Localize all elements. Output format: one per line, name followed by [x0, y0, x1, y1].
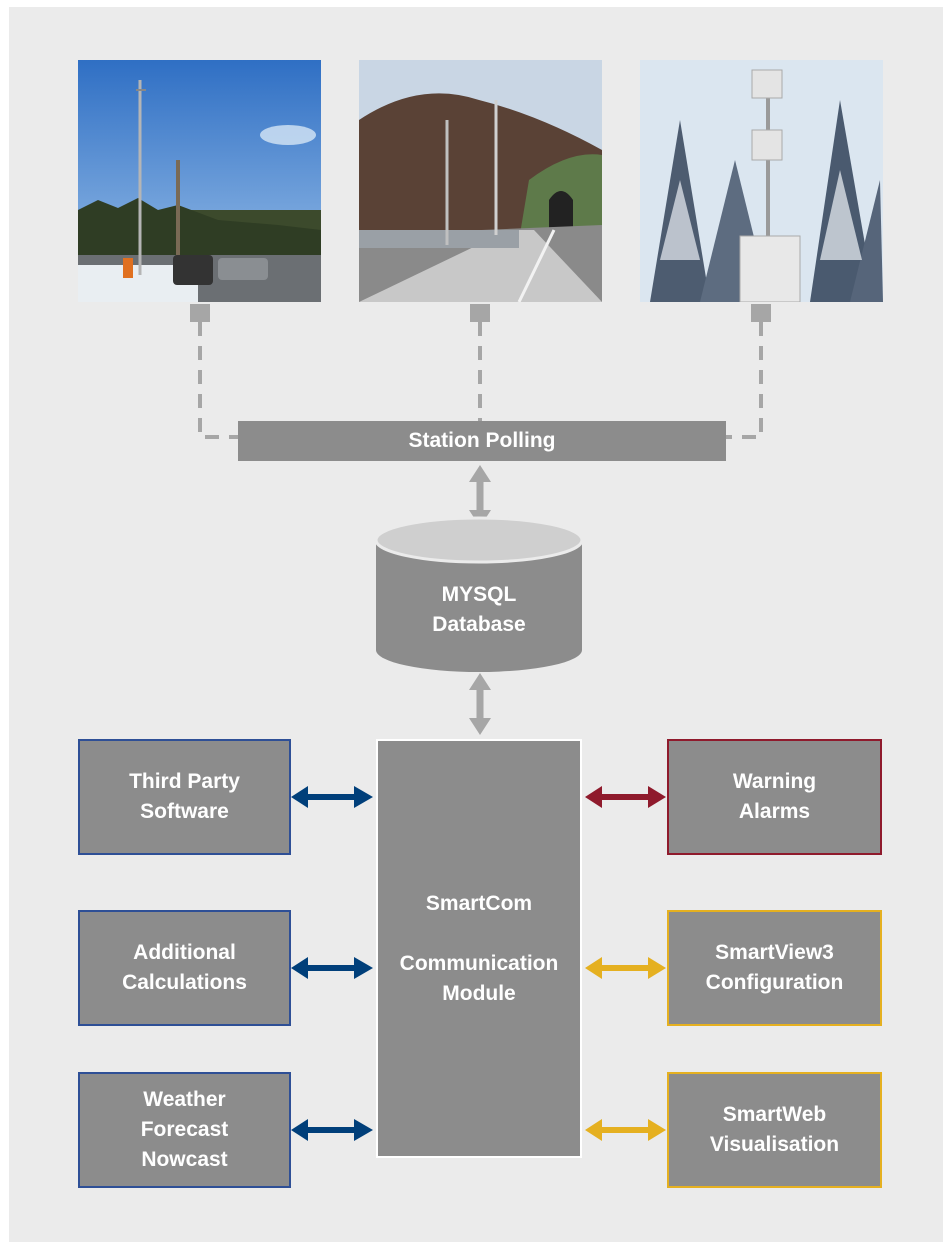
box-line: Nowcast — [141, 1148, 228, 1171]
database-label: MYSQL Database — [376, 580, 582, 640]
box-line: Configuration — [705, 971, 844, 994]
box-line: Calculations — [122, 971, 247, 994]
box-line: Warning — [732, 770, 817, 793]
arrow-thirdparty — [291, 786, 373, 808]
smartcom-line1: SmartCom — [425, 891, 533, 915]
warning-alarms-box: Warning Alarms — [667, 739, 882, 855]
connector-node-left — [190, 304, 210, 322]
connector-node-middle — [470, 304, 490, 322]
smartcom-line3: Module — [442, 981, 516, 1005]
snowy-forest-sensor-photo — [640, 60, 883, 302]
arrow-forecast — [291, 1119, 373, 1141]
arrow-smartweb — [585, 1119, 666, 1141]
weather-forecast-box: Weather Forecast Nowcast — [78, 1072, 291, 1188]
box-line: SmartWeb — [722, 1103, 827, 1126]
bridge-tunnel-photo — [359, 60, 602, 302]
smartweb-visualisation-box: SmartWeb Visualisation — [667, 1072, 882, 1188]
box-line: Software — [140, 800, 229, 823]
additional-calculations-box: Additional Calculations — [78, 910, 291, 1026]
database-cylinder — [374, 516, 584, 672]
weather-station-tower-photo — [78, 60, 321, 302]
box-line: Alarms — [738, 800, 811, 823]
arrow-calculations — [291, 957, 373, 979]
station-polling-label: Station Polling — [408, 429, 556, 452]
box-line: SmartView3 — [715, 941, 834, 964]
connector-node-right — [751, 304, 771, 322]
smartcom-module-box: SmartCom Communication Module — [376, 739, 582, 1158]
connector-right — [726, 322, 763, 439]
box-line: Visualisation — [709, 1133, 840, 1156]
database-line1: MYSQL — [441, 583, 517, 606]
box-line: Weather — [143, 1088, 226, 1111]
box-line: Third Party — [129, 770, 240, 793]
station-polling-bar: Station Polling — [238, 421, 726, 461]
smartview3-configuration-box: SmartView3 Configuration — [667, 910, 882, 1026]
connector-left — [198, 322, 238, 439]
box-line: Additional — [133, 941, 236, 964]
third-party-software-box: Third Party Software — [78, 739, 291, 855]
arrow-smartview — [585, 957, 666, 979]
arrow-alarms — [585, 786, 666, 808]
smartcom-line2: Communication — [399, 951, 559, 975]
box-line: Forecast — [140, 1118, 229, 1141]
database-line2: Database — [432, 613, 526, 636]
arrow-db-smartcom — [469, 673, 491, 735]
